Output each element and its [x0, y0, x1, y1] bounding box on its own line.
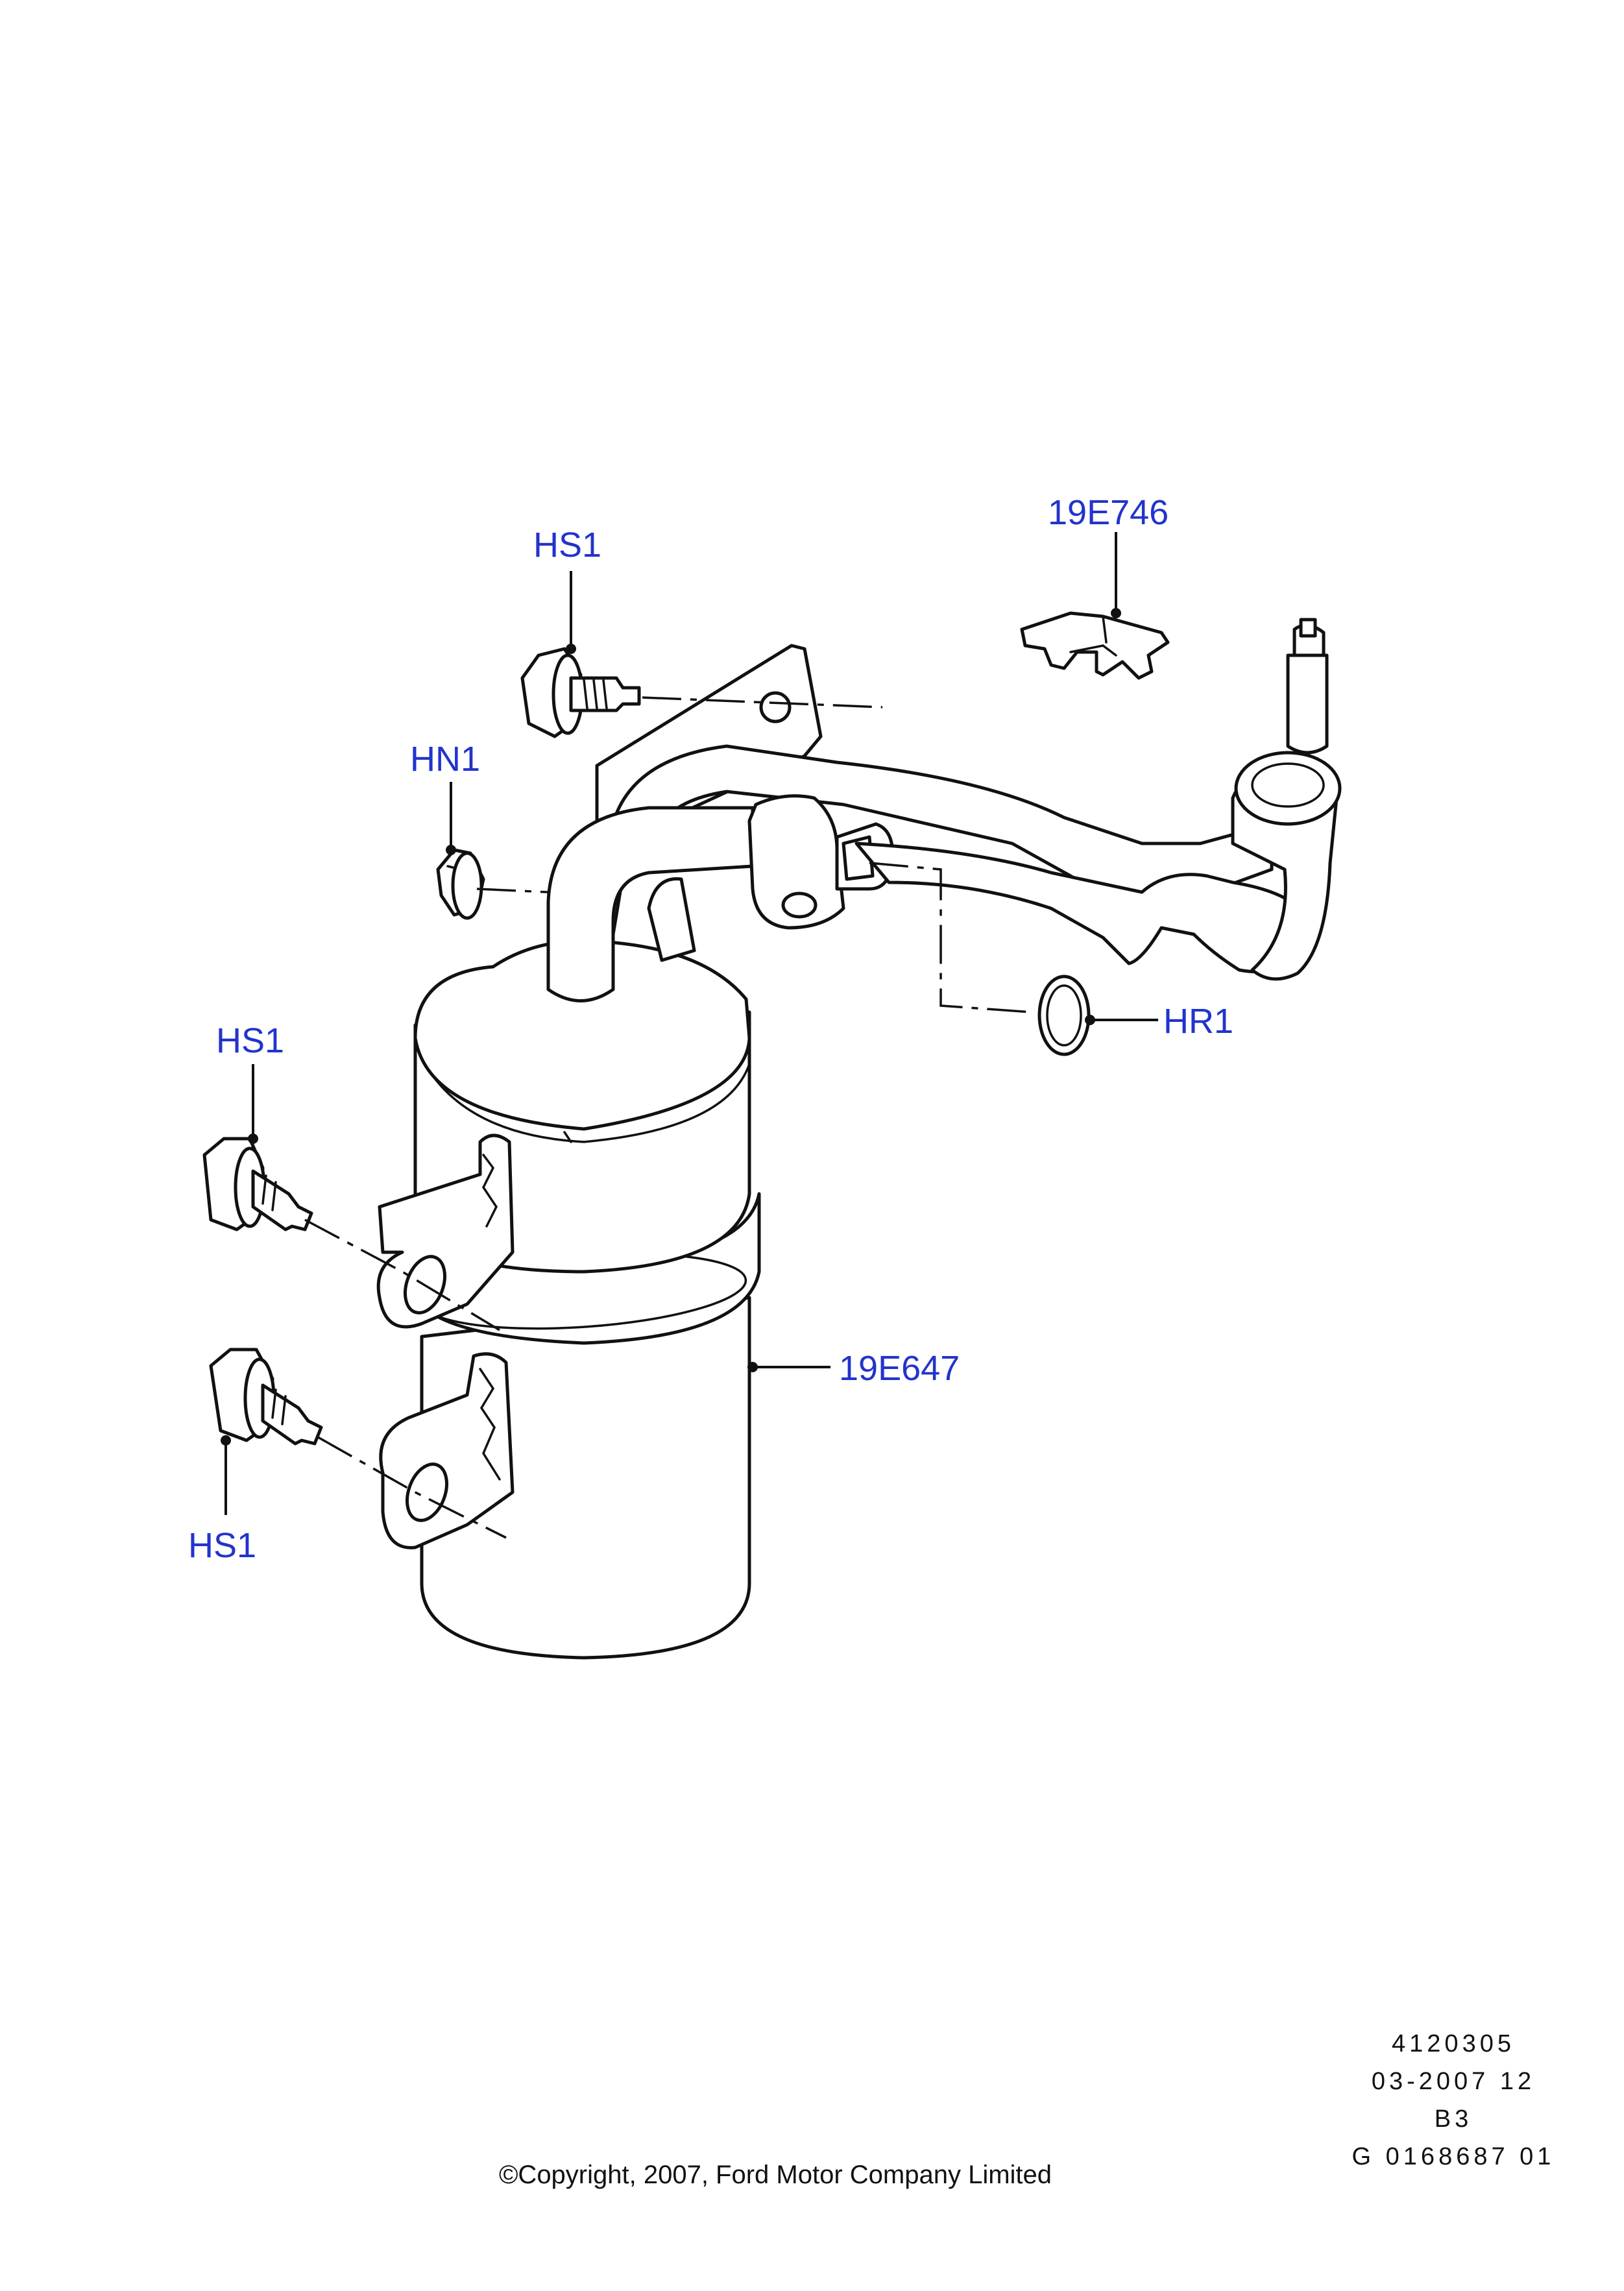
info-line-2: 03-2007 12 — [1372, 2068, 1535, 2095]
copyright-notice: ©Copyright, 2007, Ford Motor Company Lim… — [499, 2161, 1052, 2189]
flange-bolt-middle — [202, 1137, 313, 1231]
callout-19e746: 19E746 — [1048, 493, 1169, 532]
pipe-retaining-clip — [1020, 611, 1170, 680]
info-line-4: G 0168687 01 — [1352, 2143, 1555, 2170]
info-line-1: 4120305 — [1392, 2030, 1515, 2057]
hex-nut — [436, 848, 485, 920]
flange-bolt-bottom — [209, 1348, 323, 1446]
callout-hs1-top: HS1 — [533, 526, 601, 564]
refrigerant-pipe — [546, 618, 1342, 1002]
drier-clamp-lower — [379, 1352, 515, 1549]
assembly-centerlines — [304, 696, 1032, 1539]
callout-hs1-bottom: HS1 — [188, 1526, 256, 1565]
o-ring-seal-inner — [1046, 984, 1082, 1047]
flange-bolt-top — [520, 647, 641, 738]
callout-19e647: 19E647 — [839, 1349, 960, 1388]
info-line-3: B3 — [1435, 2105, 1472, 2133]
leader-lines — [221, 532, 1158, 1515]
callout-hn1: HN1 — [410, 740, 480, 779]
callout-hs1-middle: HS1 — [216, 1021, 284, 1060]
callout-hr1: HR1 — [1163, 1002, 1233, 1041]
